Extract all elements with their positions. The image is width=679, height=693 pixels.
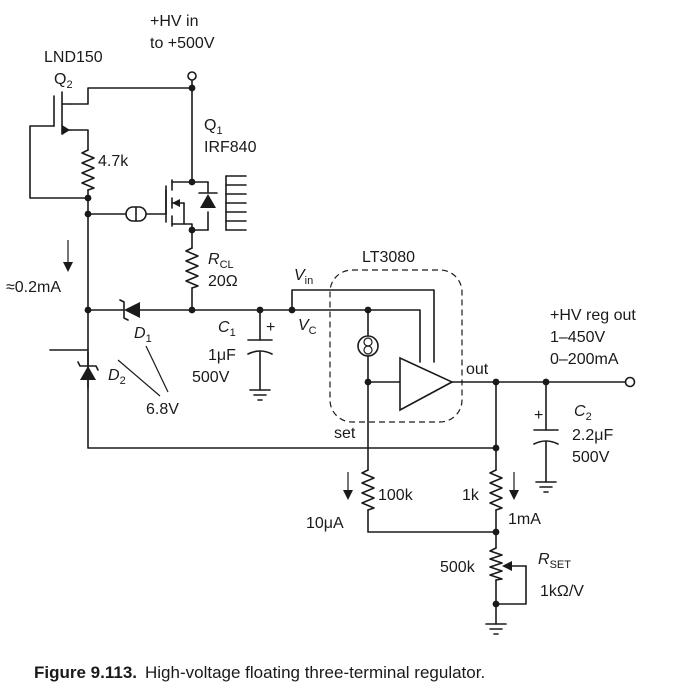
q1-ref-label: Q1 [204,117,223,137]
vc-label: VC [298,317,317,337]
resistor-1k [489,469,503,511]
hv-out-voltage-range: 1–450V [550,329,605,346]
current-10ua-label: 10μA [306,515,344,532]
hv-out-current-range: 0–200mA [550,351,619,368]
c2-plus-label: + [534,407,543,424]
r100k-label: 100k [378,487,414,504]
current-source-icon [357,335,379,357]
lt3080-outline [329,269,463,423]
zener-d1 [119,299,140,321]
q2-ref-label: Q2 [54,71,73,91]
capacitor-c2 [533,429,559,445]
hv-out-label: +HV reg out [550,307,636,324]
c2-ref-label: C2 [574,403,592,423]
d1-ref-label: D1 [134,325,152,345]
rcl-value-label: 20Ω [208,273,238,290]
c1-plus-label: + [266,319,275,336]
current-arrow-1ma [509,472,519,500]
current-1ma-label: 1mA [508,511,541,528]
set-pin-label: set [334,425,356,442]
c2-voltage-label: 500V [572,449,610,466]
junction-dots [84,84,550,608]
hv-in-range: to +500V [150,35,215,52]
hv-in-label: +HV in [150,13,198,30]
q2-part-label: LND150 [44,49,103,66]
rcl-ref-label: RCL [208,251,234,271]
zener-d2 [77,361,99,380]
current-arrow-02ma [63,240,73,272]
ground-icon [485,623,507,635]
resistor-4k7 [81,149,95,191]
ground-icon [535,481,557,493]
zener-voltage-label: 6.8V [146,401,179,418]
rset-value-label: 1kΩ/V [540,583,584,600]
capacitor-c1 [247,339,273,355]
r4k7-label: 4.7k [98,153,129,170]
q1-part-label: IRF840 [204,139,257,156]
resistor-500k [489,547,503,581]
current-02ma-label: ≈0.2mA [6,279,61,296]
d2-ref-label: D2 [108,367,126,387]
heatsink-icon [225,175,247,231]
c1-value-label: 1μF [208,347,236,364]
zener-pointer-lines [117,345,169,397]
resistor-100k [361,469,375,511]
figure-caption: Figure 9.113.High-voltage floating three… [34,663,485,682]
c1-voltage-label: 500V [192,369,230,386]
r500k-label: 500k [440,559,476,576]
resistor-rcl [185,247,199,289]
q2-transistor [53,91,71,135]
hv-out-terminal [624,376,636,388]
c1-ref-label: C1 [218,319,236,339]
vin-label: Vin [294,267,313,287]
ground-icon [249,389,271,401]
c2-value-label: 2.2μF [572,427,613,444]
opamp-triangle [399,356,454,412]
out-pin-label: out [466,361,489,378]
current-arrow-10ua [343,472,353,500]
hv-in-terminal [187,71,197,81]
rset-wiper-arrow [502,561,527,571]
ferrite-bead [125,206,147,222]
lt3080-label: LT3080 [362,249,415,266]
r1k-label: 1k [462,487,480,504]
q1-transistor [165,179,218,231]
rset-ref-label: RSET [538,551,571,571]
wires [29,79,627,625]
